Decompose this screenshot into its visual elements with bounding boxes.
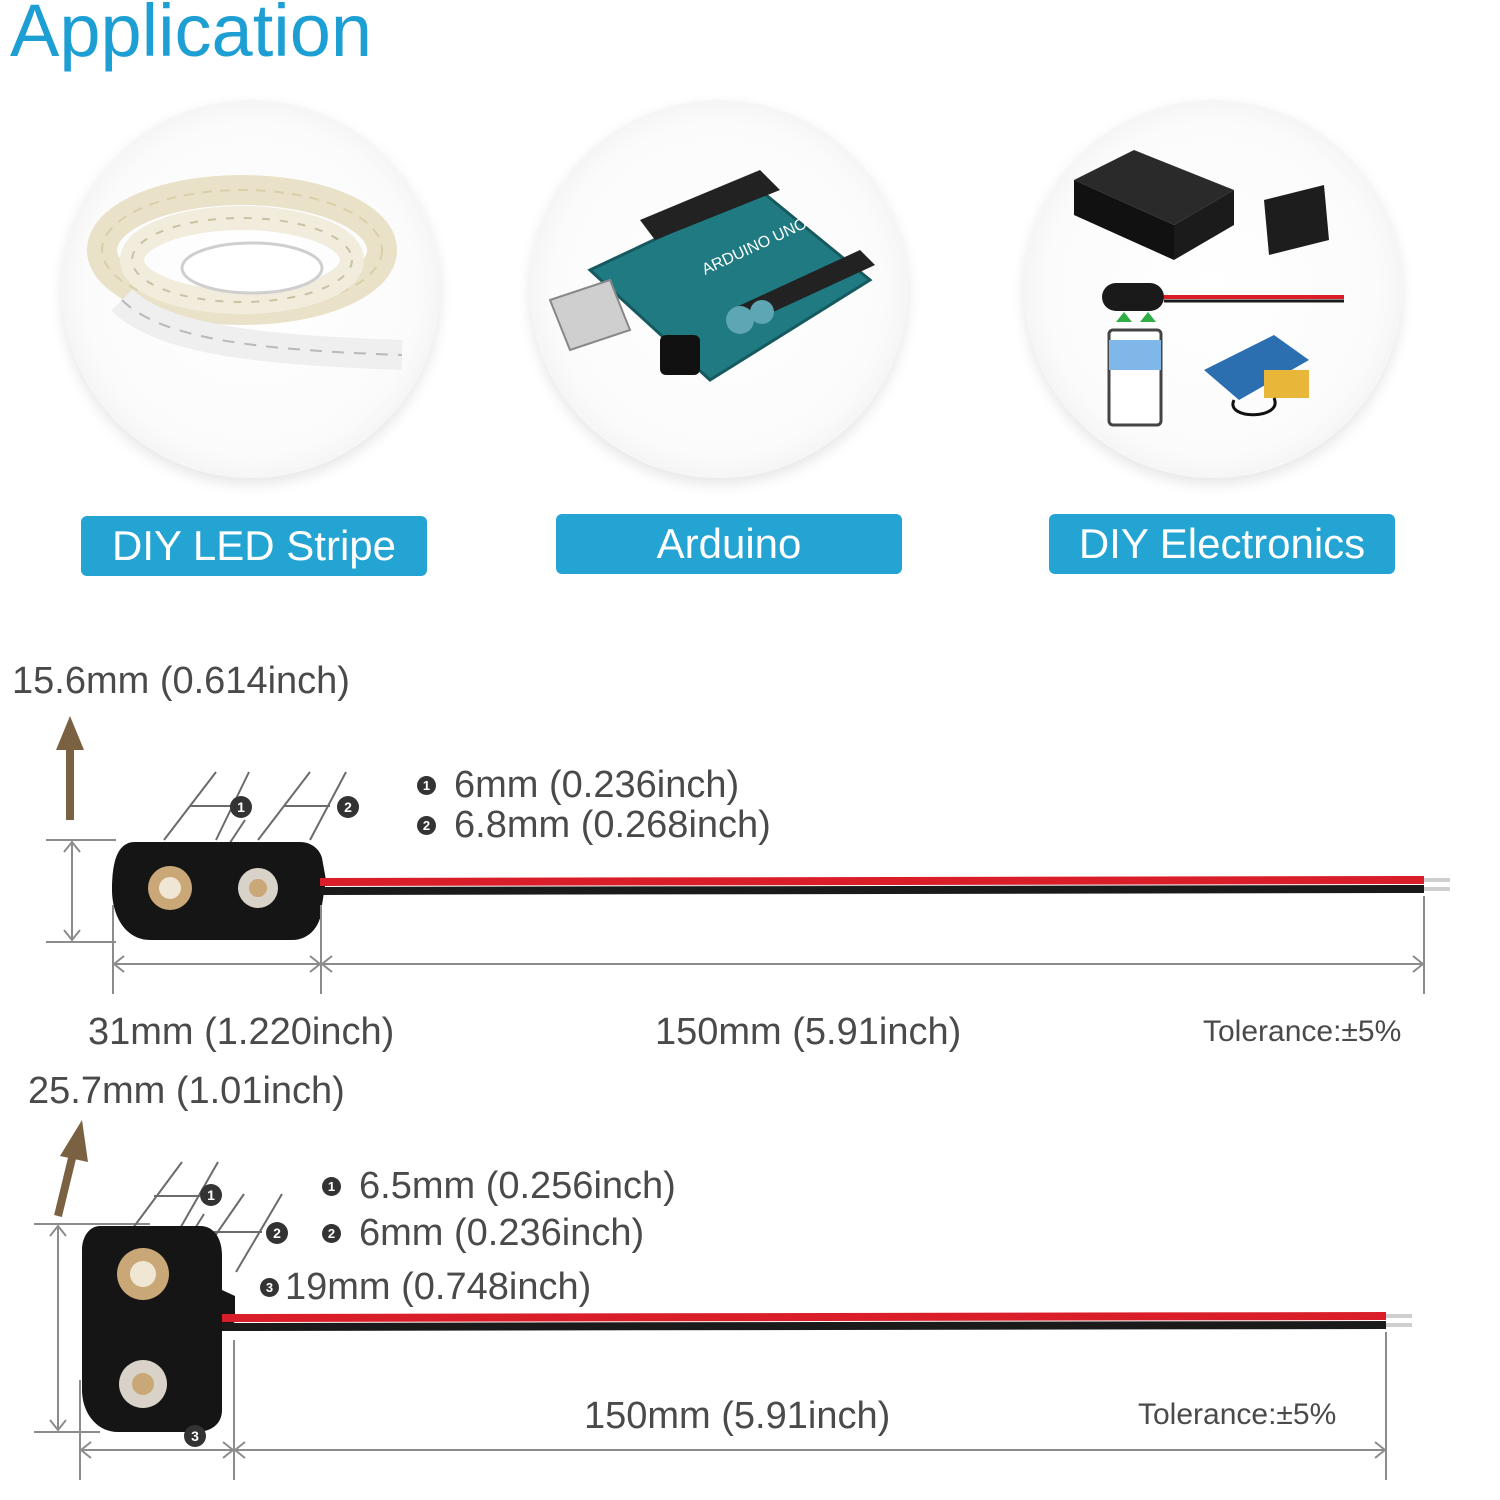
- connector1-tolerance: Tolerance:±5%: [1203, 1015, 1402, 1048]
- connector1-marker-1: 1: [230, 796, 252, 818]
- connector1-spec-1: 1 6mm (0.236inch): [417, 766, 739, 804]
- connector2-spec-2: 2 6mm (0.236inch): [322, 1214, 644, 1252]
- label-diy-led-stripe: DIY LED Stripe: [81, 516, 427, 576]
- spec-text: 6.5mm (0.256inch): [359, 1165, 676, 1207]
- connector1-width-dimension: [112, 896, 1425, 994]
- spec-number: 2: [322, 1223, 341, 1243]
- connector1-wires: [319, 876, 1450, 895]
- connector2-height-dimension: [34, 1223, 150, 1433]
- connector2-marker-1: 1: [200, 1184, 222, 1206]
- spec-text: 6mm (0.236inch): [359, 1212, 645, 1254]
- connector2-spec-3: 3 19mm (0.748inch): [260, 1268, 591, 1306]
- connector2-height-label: 25.7mm (1.01inch): [28, 1070, 345, 1112]
- spec-number: 2: [417, 815, 436, 835]
- connector1-snap-body: [112, 842, 326, 940]
- connector1-width-label: 31mm (1.220inch): [88, 1011, 395, 1053]
- connector2-width-dimension: [79, 1332, 1387, 1480]
- arduino-board-image: ARDUINO UNO: [530, 100, 908, 478]
- led-strip-icon: [87, 175, 403, 370]
- arduino-icon: ARDUINO UNO: [548, 170, 875, 382]
- spec-text: 6mm (0.236inch): [454, 764, 740, 806]
- connector2-spec-1: 1 6.5mm (0.256inch): [322, 1167, 676, 1205]
- connector2-snap-body: [82, 1226, 235, 1432]
- spec-text: 6.8mm (0.268inch): [454, 804, 771, 846]
- label-diy-electronics: DIY Electronics: [1049, 514, 1395, 574]
- label-arduino: Arduino: [556, 514, 902, 574]
- connector2-height-arrow: [54, 1120, 88, 1217]
- connector1-spec-2: 2 6.8mm (0.268inch): [417, 806, 771, 844]
- spec-number: 1: [417, 775, 436, 795]
- connector2-wires: [221, 1312, 1412, 1331]
- connector1-height-label: 15.6mm (0.614inch): [12, 660, 350, 702]
- spec-number: 3: [260, 1277, 279, 1297]
- battery-holders-image: [1024, 100, 1402, 478]
- connector2-tolerance: Tolerance:±5%: [1138, 1398, 1337, 1431]
- led-strip-image: [62, 100, 440, 478]
- connector2-marker-2: 2: [266, 1222, 288, 1244]
- connector2-wire-length-label: 150mm (5.91inch): [584, 1395, 891, 1437]
- connector1-height-dimension: [46, 839, 116, 943]
- connector2-marker-3: 3: [184, 1425, 206, 1447]
- connector1-wire-length-label: 150mm (5.91inch): [655, 1011, 962, 1053]
- page-title: Application: [10, 0, 373, 72]
- battery-holder-icon: [1074, 150, 1344, 427]
- spec-number: 1: [322, 1176, 341, 1196]
- connector1-height-arrow: [56, 716, 84, 820]
- spec-text: 19mm (0.748inch): [285, 1266, 592, 1308]
- connector1-marker-2: 2: [337, 796, 359, 818]
